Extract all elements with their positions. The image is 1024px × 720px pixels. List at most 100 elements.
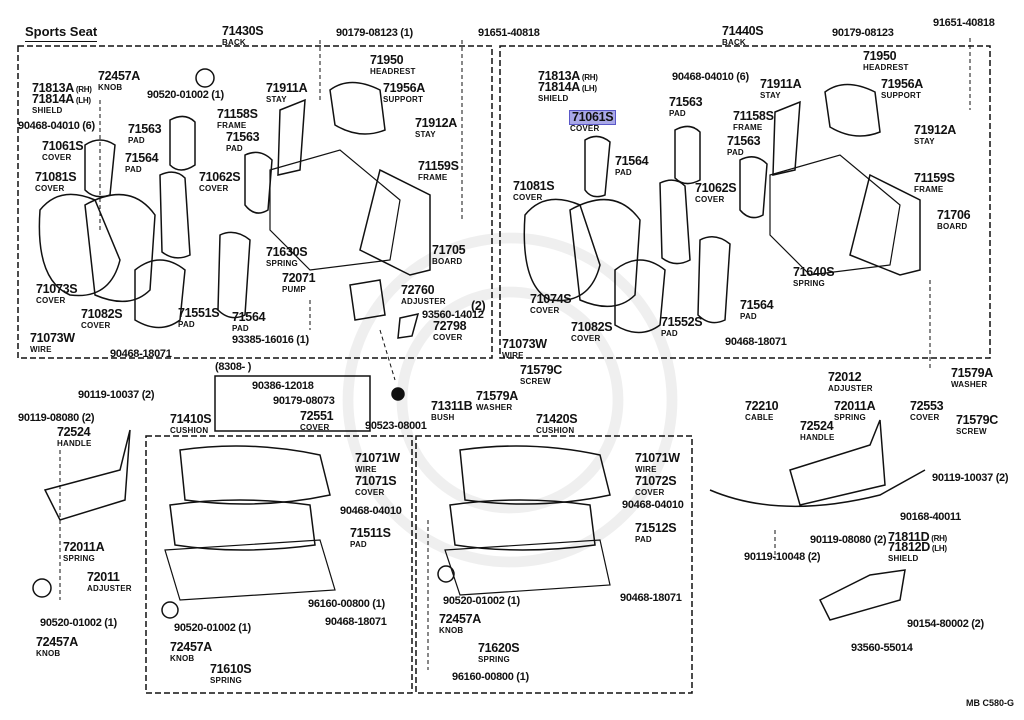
part-number[interactable]: 90119-10037 (2) (932, 472, 1009, 484)
part-number[interactable]: 71071W (355, 451, 400, 465)
part-number[interactable]: (2) (471, 299, 486, 313)
part-callout[interactable]: 71811D (RH) (888, 531, 947, 544)
part-number[interactable]: 72071 (282, 271, 316, 285)
part-number[interactable]: 71071W (635, 451, 680, 465)
part-number[interactable]: 71911A (760, 77, 802, 91)
part-number[interactable]: 90179-08123 (1) (336, 27, 413, 39)
part-number[interactable]: 71814A (LH) (538, 80, 597, 94)
part-number[interactable]: 72457A (98, 69, 140, 83)
part-callout[interactable]: 90520-01002 (1) (443, 596, 520, 607)
part-number[interactable]: 71610S (210, 662, 252, 676)
part-number[interactable]: 71410S (170, 412, 212, 426)
part-callout[interactable]: 90468-04010 (340, 506, 402, 517)
part-number[interactable]: 71912A (914, 123, 956, 137)
part-number[interactable]: 93560-14012 (422, 309, 484, 321)
part-number[interactable]: 90468-04010 (6) (18, 120, 95, 132)
part-number[interactable]: 71814A (LH) (32, 92, 91, 106)
part-number[interactable]: 71082S (571, 320, 613, 334)
part-number[interactable]: 71512S (635, 521, 677, 535)
part-number[interactable]: 71811D (RH) (888, 530, 947, 544)
part-number[interactable]: 71159S (914, 171, 955, 185)
part-callout[interactable]: 96160-00800 (1) (452, 672, 529, 683)
part-number[interactable]: 90386-12018 (252, 380, 314, 392)
part-number[interactable]: 90119-08080 (2) (810, 534, 887, 546)
part-callout[interactable]: 71814A (LH)SHIELD (538, 81, 597, 103)
part-number[interactable]: 72524 (800, 419, 834, 433)
part-number[interactable]: 71564 (740, 298, 774, 312)
part-number[interactable]: 71706 (937, 208, 971, 222)
part-callout[interactable]: 90179-08123 (1) (336, 28, 413, 39)
part-number[interactable]: 71563 (669, 95, 703, 109)
part-number[interactable]: 90520-01002 (1) (443, 595, 520, 607)
part-number[interactable]: 93560-55014 (851, 642, 913, 654)
part-callout[interactable]: 90468-04010 (622, 500, 684, 511)
part-callout[interactable]: 90119-08080 (2) (18, 412, 95, 424)
part-number[interactable]: 71620S (478, 641, 520, 655)
part-number[interactable]: 90468-04010 (340, 505, 402, 517)
part-callout[interactable]: 96160-00800 (1) (308, 599, 385, 610)
part-callout[interactable]: (2) (471, 299, 486, 313)
part-number[interactable]: 72524 (57, 425, 91, 439)
part-number[interactable]: 90119-08080 (2) (18, 412, 95, 424)
part-number[interactable]: 71073W (30, 331, 75, 345)
part-callout[interactable]: 90468-04010 (6) (18, 121, 95, 132)
part-number[interactable]: 90520-01002 (1) (40, 617, 117, 629)
part-number[interactable]: 71081S (35, 170, 77, 184)
part-number[interactable]: 71564 (232, 310, 266, 324)
part-number[interactable]: 72457A (36, 635, 78, 649)
part-callout[interactable]: 90179-08123 (832, 28, 894, 39)
part-callout[interactable]: 93385-16016 (1) (232, 335, 309, 346)
part-number[interactable]: 71579C (520, 363, 562, 377)
part-number[interactable]: 72011A (834, 399, 876, 413)
part-callout[interactable]: 90386-12018 (252, 381, 314, 392)
part-callout[interactable]: 90520-01002 (1) (147, 90, 224, 101)
part-callout[interactable]: 71812D (LH)SHIELD (888, 541, 947, 563)
part-number[interactable]: 71579C (956, 413, 998, 427)
part-callout[interactable]: (8308- ) (215, 362, 251, 373)
part-number[interactable]: 90119-10048 (2) (744, 551, 821, 563)
part-number[interactable]: 71912A (415, 116, 457, 130)
part-number[interactable]: 71956A (383, 81, 425, 95)
part-callout[interactable]: 90119-10048 (2) (744, 551, 821, 563)
part-callout[interactable]: 91651-40818 (478, 28, 540, 39)
part-number[interactable]: 71563 (226, 130, 260, 144)
part-number[interactable]: 72011 (87, 570, 120, 584)
part-number[interactable]: 72011A (63, 540, 105, 554)
part-number[interactable]: 72457A (170, 640, 212, 654)
part-number[interactable]: 90468-18071 (620, 592, 682, 604)
part-number[interactable]: 71579A (476, 389, 518, 403)
part-number[interactable]: 90154-80002 (2) (907, 618, 984, 630)
part-number[interactable]: 71552S (661, 315, 703, 329)
part-number[interactable]: 90119-10037 (2) (78, 389, 155, 401)
part-callout[interactable]: 91651-40818 (933, 18, 995, 29)
part-callout[interactable]: 93560-55014 (851, 643, 913, 654)
part-number[interactable]: 72798 (433, 319, 467, 333)
